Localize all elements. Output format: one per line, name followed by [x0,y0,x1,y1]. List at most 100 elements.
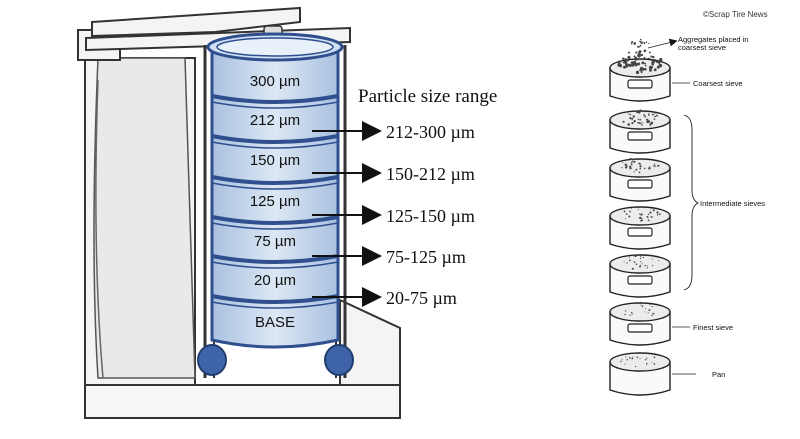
grain-dot [653,118,656,120]
grain-dot [651,63,654,66]
grain-dot [639,216,642,219]
sieve-separator-inner [211,101,339,109]
grain-dot [631,117,634,120]
grain-dot [658,213,661,216]
grain-dot [625,356,627,358]
grain-dot [622,162,624,164]
grain-dot [638,171,641,174]
shaker-base-plate [84,384,401,419]
grain-dot [623,210,626,213]
range-label-20-75: 20-75 µm [386,288,457,308]
grain-dot [624,310,627,312]
grain-dot [652,264,654,266]
label-aggregates-line2: coarsest sieve [678,43,726,52]
grain-dot [625,64,629,68]
grain-dot [646,356,647,358]
grain-dot [619,64,623,68]
grain-dot [651,60,655,64]
sieve-separator [211,94,339,104]
sieve-label-125: 125 µm [250,193,300,210]
grain-dot [620,360,622,363]
grain-dot [639,118,642,121]
grain-dot [648,42,650,45]
sieve-separator-inner [211,301,339,309]
grain-dot [644,264,646,267]
grain-dot [639,168,641,170]
grain-dot [627,51,631,54]
grain-dot [641,123,643,126]
grain-dot [650,55,653,58]
grain-dot [644,115,647,118]
label-coarsest-sieve: Coarsest sieve [693,79,743,88]
sieve-separator [211,294,339,304]
grain-dot [648,51,651,54]
grain-dot [629,165,632,168]
grain-dot [632,356,634,358]
grain-dot [629,259,631,262]
grain-dot [651,258,653,260]
grain-dot [635,70,640,75]
grain-dot [657,259,660,262]
grain-dot [635,263,638,266]
grain-dot [627,55,631,59]
grain-dot [634,302,635,303]
grain-dot [648,114,650,116]
grain-dot [649,254,652,257]
sieve-label-base: BASE [255,314,295,331]
shaker-panel [93,57,196,379]
grain-dot [634,365,637,368]
grain-dot [631,122,634,125]
grain-dot [652,209,655,212]
grain-dot [646,265,648,267]
grain-dot [635,56,637,59]
grain-dot [639,257,642,260]
label-aggregates-line1: Aggregates placed in [678,35,748,44]
grain-dot [644,253,646,255]
stack-sieve [609,206,671,250]
grain-dot [641,122,643,124]
intermediate-brace [683,114,700,291]
sieve-separator-inner [211,222,339,230]
right-foot [324,344,354,376]
grain-dot [624,57,627,60]
grain-dot [623,60,628,64]
grain-dot [653,163,656,165]
grain-dot [639,213,641,215]
grain-dot [648,166,651,169]
grain-dot [658,63,663,68]
sieve-separator-inner [211,141,339,149]
grain-dot [629,114,632,116]
stack-sieve [609,110,671,154]
grain-dot [645,41,648,43]
grain-dot [628,63,632,67]
grain-dot [633,171,635,173]
grain-dot [648,168,650,170]
grain-dot [631,357,633,360]
grain-dot [651,113,654,116]
grain-dot [653,363,656,365]
grain-dot [626,165,628,167]
sieve-separator [211,134,339,144]
grain-dot [640,41,643,44]
grain-dot [637,209,639,210]
grain-dot [624,166,628,169]
grain-dot [647,213,650,216]
grain-dot [651,361,653,363]
grain-dot [652,55,655,59]
grain-dot [654,115,657,118]
grain-dot [650,58,654,62]
grain-dot [646,120,650,124]
grain-dot [635,168,638,171]
grain-dot [646,362,648,365]
sieve-separator [211,254,339,264]
sieve-separator-inner [211,261,339,269]
stack-sieve [609,254,671,298]
grain-dot [652,312,655,315]
grain-dot [640,304,642,306]
grain-dot [647,119,649,121]
grain-dot [631,63,635,67]
grain-dot [632,115,635,118]
range-label-150-212: 150-212 µm [386,164,475,184]
grain-dot [654,58,657,61]
grain-dot [651,314,653,317]
